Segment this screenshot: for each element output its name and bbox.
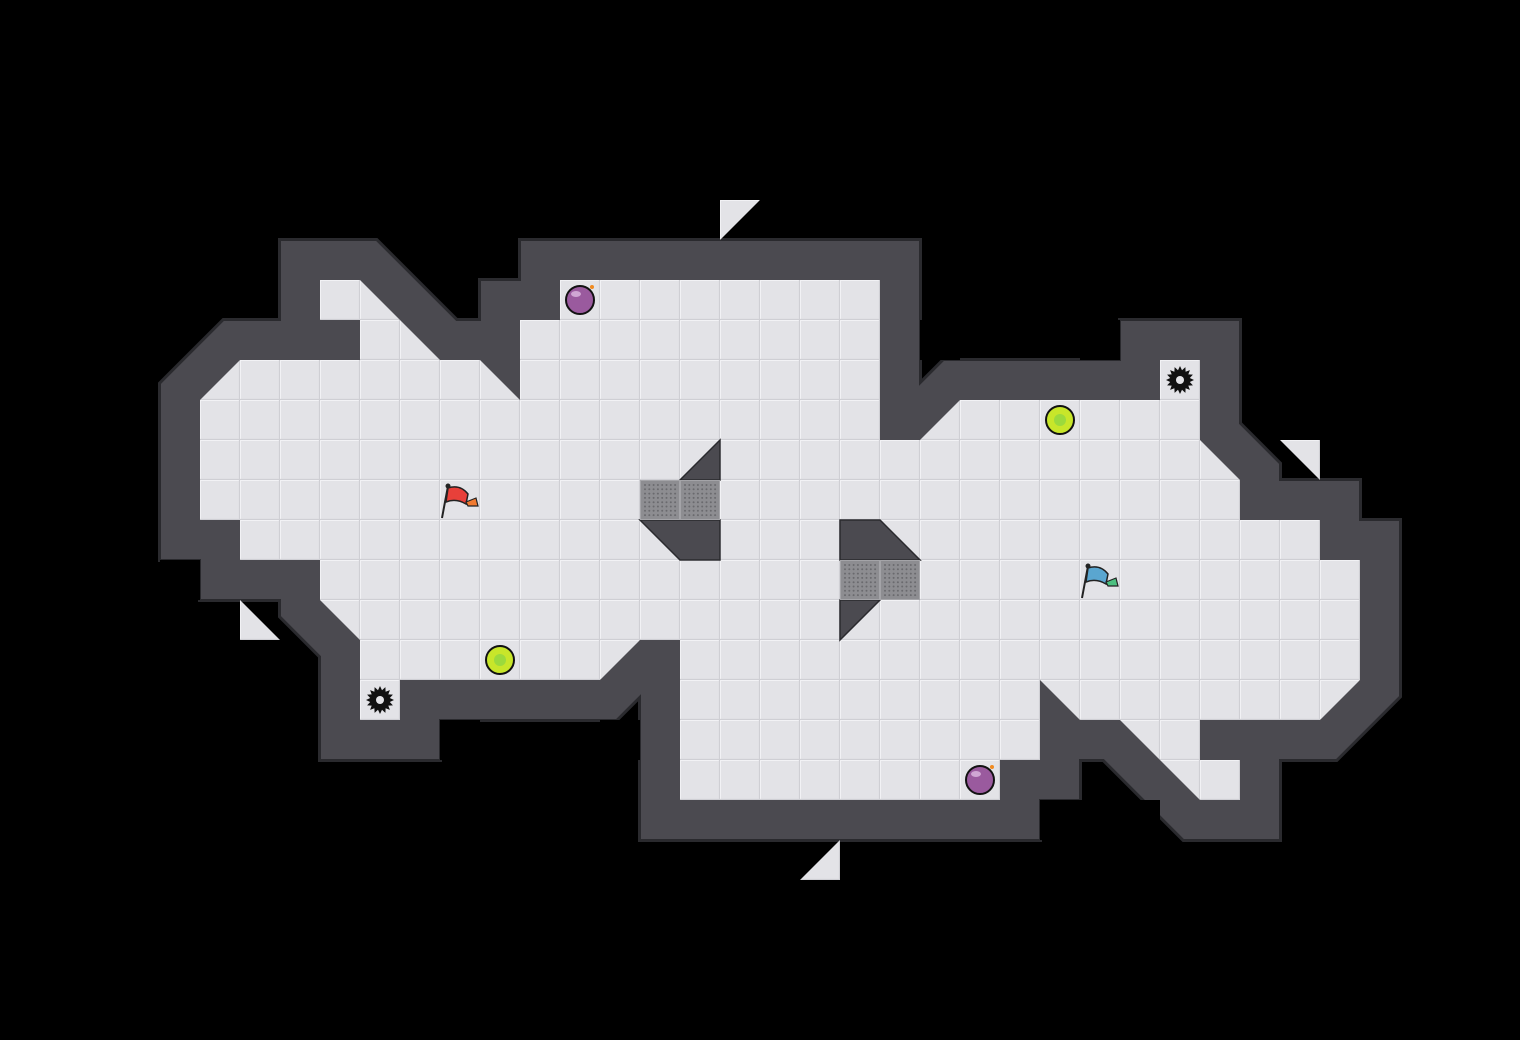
- gate-tile: [680, 480, 720, 520]
- spike-right: [1166, 366, 1194, 394]
- void: [1040, 800, 1160, 840]
- flag-tail: [1105, 577, 1119, 587]
- void: [160, 560, 200, 600]
- void: [600, 720, 640, 760]
- bomb-shine: [571, 291, 581, 297]
- gate-tile: [880, 560, 920, 600]
- spike-left: [366, 686, 394, 714]
- floor: [200, 200, 1360, 880]
- red-flag-icon: [445, 486, 469, 506]
- floor-corner: [800, 840, 840, 880]
- floor-corner: [1280, 440, 1320, 480]
- obstacles: [638, 438, 922, 642]
- bomb-icon: [565, 285, 595, 315]
- boost-left: [485, 645, 515, 675]
- blue-flag: [1081, 563, 1119, 599]
- spike-hole: [376, 696, 384, 704]
- bomb-fuse: [590, 285, 594, 289]
- void: [920, 320, 960, 360]
- void: [1080, 320, 1120, 360]
- bomb-fuse: [990, 765, 994, 769]
- bomb-shine: [971, 771, 981, 777]
- entities: [366, 285, 1194, 795]
- red-flag: [441, 483, 479, 519]
- boost-center: [494, 654, 506, 666]
- boost-right: [1045, 405, 1075, 435]
- spike-hole: [1176, 376, 1184, 384]
- bomb-top: [565, 285, 595, 315]
- blue-flag-icon: [1085, 566, 1109, 586]
- gate-tile: [640, 480, 680, 520]
- bomb-icon: [965, 765, 995, 795]
- bomb-bottom: [965, 765, 995, 795]
- gate-tile: [840, 560, 880, 600]
- void: [440, 720, 480, 760]
- boost-center: [1054, 414, 1066, 426]
- flag-tail: [465, 497, 479, 507]
- floor-corner: [720, 200, 760, 240]
- floor-corner: [240, 600, 280, 640]
